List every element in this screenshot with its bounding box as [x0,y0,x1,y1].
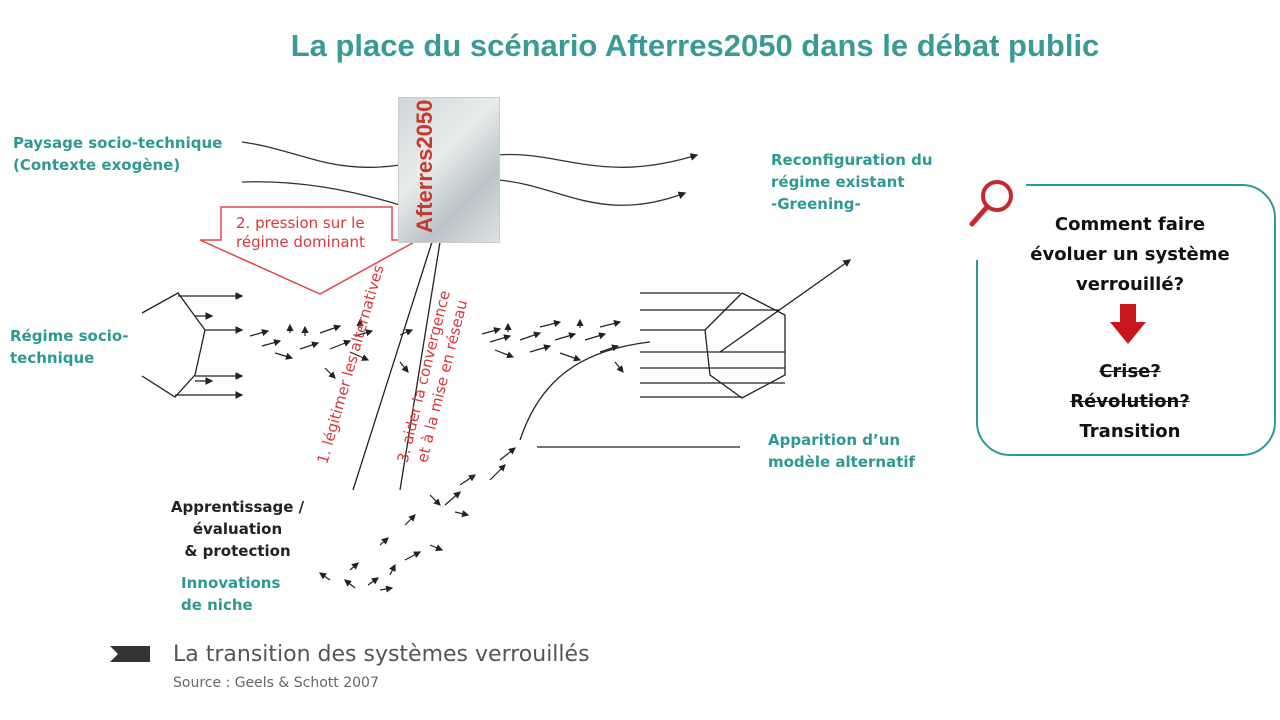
question-box [976,184,1276,456]
label-line: technique [10,349,95,367]
action-line: régime dominant [236,233,365,251]
figure-source: Source : Geels & Schott 2007 [173,675,379,691]
label-line: de niche [181,596,253,614]
label-reconfiguration: Reconfiguration du régime existant -Gree… [771,149,933,215]
question-line: Comment faire [1054,214,1206,235]
label-line: Apparition d’un [768,431,901,449]
label-apprentissage: Apprentissage / évaluation & protection [125,496,350,562]
label-line: Apprentissage / évaluation [170,498,305,538]
question-line: évoluer un système [1030,244,1230,265]
label-innovations: Innovations de niche [181,572,280,616]
answer-transition: Transition [1079,421,1181,442]
figure-caption: La transition des systèmes verrouillés [173,642,590,667]
caption-bullet-icon [110,646,150,662]
label-line: Régime socio- [10,327,129,345]
answer-crise: Crise? [1099,361,1161,382]
down-arrow-icon [1110,304,1146,344]
slide-title: La place du scénario Afterres2050 dans l… [290,28,1100,63]
left-regime-hexagon [141,292,244,399]
label-regime: Régime socio- technique [10,325,128,369]
label-paysage: Paysage socio-technique (Contexte exogèn… [13,132,222,176]
right-regime-hexagon [519,259,852,448]
question-text: Comment faire évoluer un système verroui… [990,210,1270,300]
label-line: & protection [184,542,291,560]
label-line: -Greening- [771,195,861,213]
action-pression: 2. pression sur le régime dominant [236,214,365,252]
label-line: Paysage socio-technique [13,134,223,152]
landscape-lines [241,141,699,206]
action-line: 2. pression sur le [236,214,365,232]
label-line: Innovations [181,574,281,592]
answers: Crise? Révolution? Transition [990,357,1270,447]
label-line: régime existant [771,173,905,191]
pressure-arrow [199,206,419,295]
label-apparition: Apparition d’un modèle alternatif [768,429,915,473]
label-line: (Contexte exogène) [13,156,181,174]
label-line: modèle alternatif [768,453,916,471]
afterres2050-cover-image: Afterres2050 [398,97,500,243]
answer-revolution: Révolution? [1070,391,1190,412]
label-line: Reconfiguration du [771,151,933,169]
cover-title: Afterres2050 [412,99,437,233]
question-line: verrouillé? [1075,274,1185,295]
afterres-influence-lines [352,241,441,491]
actor-arrows [249,318,624,593]
